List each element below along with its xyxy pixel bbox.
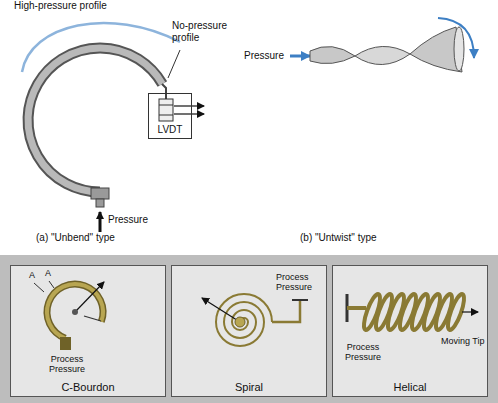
panel-ground — [0, 255, 498, 403]
pointer — [202, 298, 240, 322]
pressure-label: Process Pressure — [337, 342, 389, 363]
stem — [347, 306, 366, 310]
lvdt-coil — [159, 99, 173, 121]
lvdt-box: LVDT — [148, 93, 192, 139]
spiral-tube — [216, 294, 272, 346]
panel-fill — [10, 265, 166, 397]
hub — [235, 317, 245, 327]
panel-caption: Helical — [333, 381, 487, 393]
pressure-label: Process Pressure — [276, 272, 326, 293]
section-mark — [49, 281, 54, 288]
pointer — [75, 282, 104, 312]
fitting-stem — [96, 199, 104, 207]
section-letter: A — [45, 268, 51, 278]
section-letter: A — [29, 270, 35, 280]
mount — [292, 299, 308, 301]
panel-fill — [332, 265, 488, 397]
gauge-panel: C-Bourdon AA Process Pressure — [10, 265, 166, 397]
pressure-arrow — [99, 212, 102, 232]
subfigure-caption: (a) "Unbend" type — [36, 232, 115, 244]
pivot — [72, 309, 78, 315]
panel-fill — [171, 265, 327, 397]
output-arrow — [174, 113, 204, 114]
panel-caption: Spiral — [172, 381, 326, 393]
pressure-label: Process Pressure — [39, 354, 95, 375]
bourdon-tube-outline — [28, 48, 162, 192]
tip-arrow — [462, 311, 478, 312]
fitting — [91, 188, 109, 199]
section-mark — [34, 283, 44, 292]
pressure-label: Pressure — [108, 214, 148, 226]
coil-line — [159, 105, 173, 106]
profile-label: High-pressure profile — [14, 0, 107, 12]
bourdon-tube — [28, 48, 162, 192]
output-arrow — [174, 105, 204, 106]
subfigure-caption: (b) "Untwist" type — [300, 232, 377, 244]
twisted-tube — [310, 47, 355, 64]
profile-label: No-pressure profile — [172, 20, 236, 43]
gauge-panel: Helical Process Pressure Moving Tip — [332, 265, 488, 397]
gauge-panel: Spiral Process Pressure — [171, 265, 327, 397]
pressure-arrow — [290, 55, 310, 58]
leader-line — [168, 50, 180, 78]
panel-caption: C-Bourdon — [11, 381, 165, 393]
fitting — [60, 337, 71, 350]
tip-label: Moving Tip — [441, 336, 487, 346]
helix — [361, 292, 467, 331]
pressure-pipe — [272, 300, 300, 322]
pressure-label: Pressure — [244, 50, 284, 62]
linkage — [84, 316, 101, 321]
twisted-tube — [355, 46, 410, 64]
device-label: LVDT — [149, 124, 191, 135]
coil-line — [159, 115, 173, 116]
tube-end — [454, 27, 464, 71]
rotation-arrow — [438, 18, 474, 58]
